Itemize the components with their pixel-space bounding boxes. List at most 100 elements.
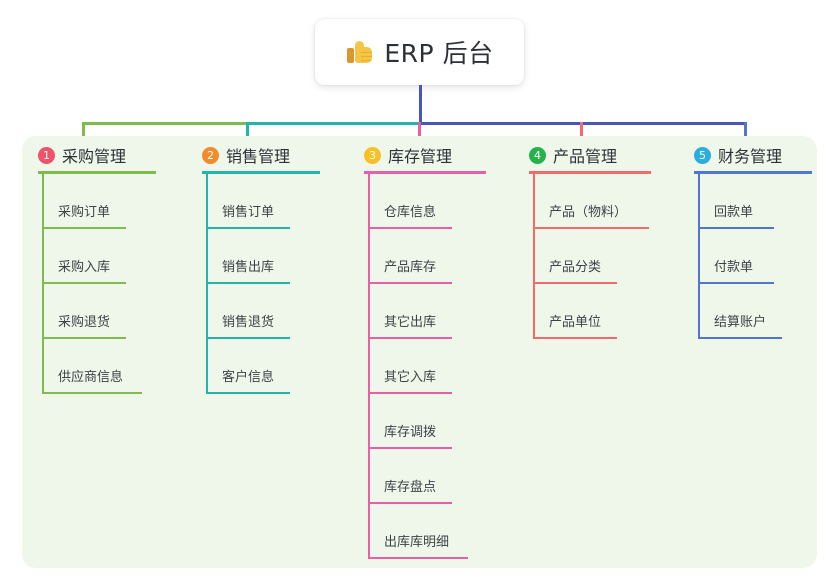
leaf-underline	[368, 502, 452, 504]
leaf-label: 产品库存	[384, 260, 437, 275]
branch-column-1: 1 采购管理采购订单采购入库采购退货供应商信息	[22, 136, 182, 394]
leaf-label: 仓库信息	[384, 205, 437, 220]
root-node-title: ERP 后台	[384, 39, 494, 68]
leaf-underline	[368, 282, 452, 284]
leaf-item[interactable]: 仓库信息	[348, 174, 513, 229]
leaf-label: 结算账户	[714, 315, 767, 330]
branch-header-3[interactable]: 3 库存管理	[348, 136, 513, 174]
leaf-label: 产品单位	[549, 315, 602, 330]
drop-connector-5	[744, 122, 747, 148]
leaf-label: 回款单	[714, 205, 754, 220]
leaf-underline	[533, 337, 617, 339]
leaf-item[interactable]: 产品库存	[348, 229, 513, 284]
branch-title-2: 销售管理	[226, 147, 291, 166]
branch-header-2[interactable]: 2 销售管理	[186, 136, 346, 174]
leaf-label: 销售出库	[222, 260, 275, 275]
leaf-item[interactable]: 供应商信息	[22, 339, 182, 394]
branch-number-badge-3: 3	[364, 146, 381, 164]
branch-number-badge-2: 2	[202, 146, 219, 164]
leaf-item[interactable]: 产品分类	[513, 229, 678, 284]
leaf-underline	[368, 557, 468, 559]
leaf-item[interactable]: 库存调拨	[348, 394, 513, 449]
branch-title-5: 财务管理	[718, 147, 783, 166]
leaf-underline	[533, 282, 617, 284]
thumbs-up-icon	[345, 37, 375, 67]
leaf-label: 客户信息	[222, 370, 275, 385]
drop-connector-4	[580, 122, 583, 148]
branch-title-4: 产品管理	[553, 147, 618, 166]
branch-title-3: 库存管理	[388, 147, 453, 166]
leaf-underline	[42, 227, 126, 229]
leaf-underline	[42, 392, 142, 394]
leaf-underline	[698, 227, 774, 229]
leaf-label: 付款单	[714, 260, 754, 275]
branch-trunk-5	[698, 174, 700, 337]
leaf-label: 产品（物料）	[549, 205, 628, 220]
branch-column-3: 3 库存管理仓库信息产品库存其它出库其它入库库存调拨库存盘点出库库明细	[348, 136, 513, 559]
leaf-item[interactable]: 出库库明细	[348, 504, 513, 559]
leaf-item[interactable]: 产品单位	[513, 284, 678, 339]
leaf-label: 产品分类	[549, 260, 602, 275]
leaf-underline	[533, 227, 649, 229]
branch-header-5[interactable]: 5 财务管理	[678, 136, 838, 174]
leaf-item[interactable]: 客户信息	[186, 339, 346, 394]
leaf-item[interactable]: 采购退货	[22, 284, 182, 339]
leaf-label: 其它入库	[384, 370, 437, 385]
leaf-item[interactable]: 销售退货	[186, 284, 346, 339]
branch-column-5: 5 财务管理回款单付款单结算账户	[678, 136, 838, 339]
leaf-label: 其它出库	[384, 315, 437, 330]
branch-underline-5	[694, 171, 812, 174]
root-stem-connector	[419, 85, 422, 123]
branch-header-1[interactable]: 1 采购管理	[22, 136, 182, 174]
leaf-label: 采购入库	[58, 260, 111, 275]
drop-connector-3	[418, 122, 421, 148]
root-node-card[interactable]: ERP 后台	[315, 19, 524, 85]
drop-connector-1	[82, 122, 85, 148]
bus-segment-1	[82, 122, 246, 125]
leaf-underline	[206, 392, 290, 394]
leaf-item[interactable]: 产品（物料）	[513, 174, 678, 229]
leaf-label: 采购退货	[58, 315, 111, 330]
leaf-item[interactable]: 销售出库	[186, 229, 346, 284]
leaf-label: 出库库明细	[384, 535, 450, 550]
branch-column-4: 4 产品管理产品（物料） 产品分类产品单位	[513, 136, 678, 339]
branch-number-badge-4: 4	[529, 146, 546, 164]
branch-trunk-4	[533, 174, 535, 337]
leaf-underline	[42, 282, 126, 284]
branch-underline-3	[364, 171, 486, 174]
leaf-item[interactable]: 销售订单	[186, 174, 346, 229]
leaf-underline	[698, 282, 774, 284]
leaf-underline	[42, 337, 126, 339]
leaf-label: 供应商信息	[58, 370, 124, 385]
branches-panel	[22, 136, 817, 568]
leaf-item[interactable]: 回款单	[678, 174, 838, 229]
leaf-underline	[206, 337, 290, 339]
leaf-item[interactable]: 其它出库	[348, 284, 513, 339]
leaf-item[interactable]: 其它入库	[348, 339, 513, 394]
branch-number-badge-1: 1	[38, 146, 55, 164]
leaf-label: 销售退货	[222, 315, 275, 330]
branch-number-badge-5: 5	[694, 146, 711, 164]
leaf-item[interactable]: 结算账户	[678, 284, 838, 339]
leaf-item[interactable]: 采购订单	[22, 174, 182, 229]
leaf-underline	[368, 337, 452, 339]
leaf-underline	[206, 282, 290, 284]
leaf-item[interactable]: 采购入库	[22, 229, 182, 284]
leaf-label: 采购订单	[58, 205, 111, 220]
leaf-underline	[698, 337, 782, 339]
leaf-item[interactable]: 付款单	[678, 229, 838, 284]
branch-column-2: 2 销售管理销售订单销售出库销售退货客户信息	[186, 136, 346, 394]
drop-connector-2	[246, 122, 249, 148]
leaf-underline	[206, 227, 290, 229]
leaf-label: 库存盘点	[384, 480, 437, 495]
leaf-item[interactable]: 库存盘点	[348, 449, 513, 504]
branch-underline-1	[38, 171, 156, 174]
branch-title-1: 采购管理	[62, 147, 127, 166]
leaf-label: 库存调拨	[384, 425, 437, 440]
branch-header-4[interactable]: 4 产品管理	[513, 136, 678, 174]
leaf-underline	[368, 392, 452, 394]
leaf-label: 销售订单	[222, 205, 275, 220]
branch-underline-2	[202, 171, 320, 174]
branch-trunk-3	[368, 174, 370, 557]
